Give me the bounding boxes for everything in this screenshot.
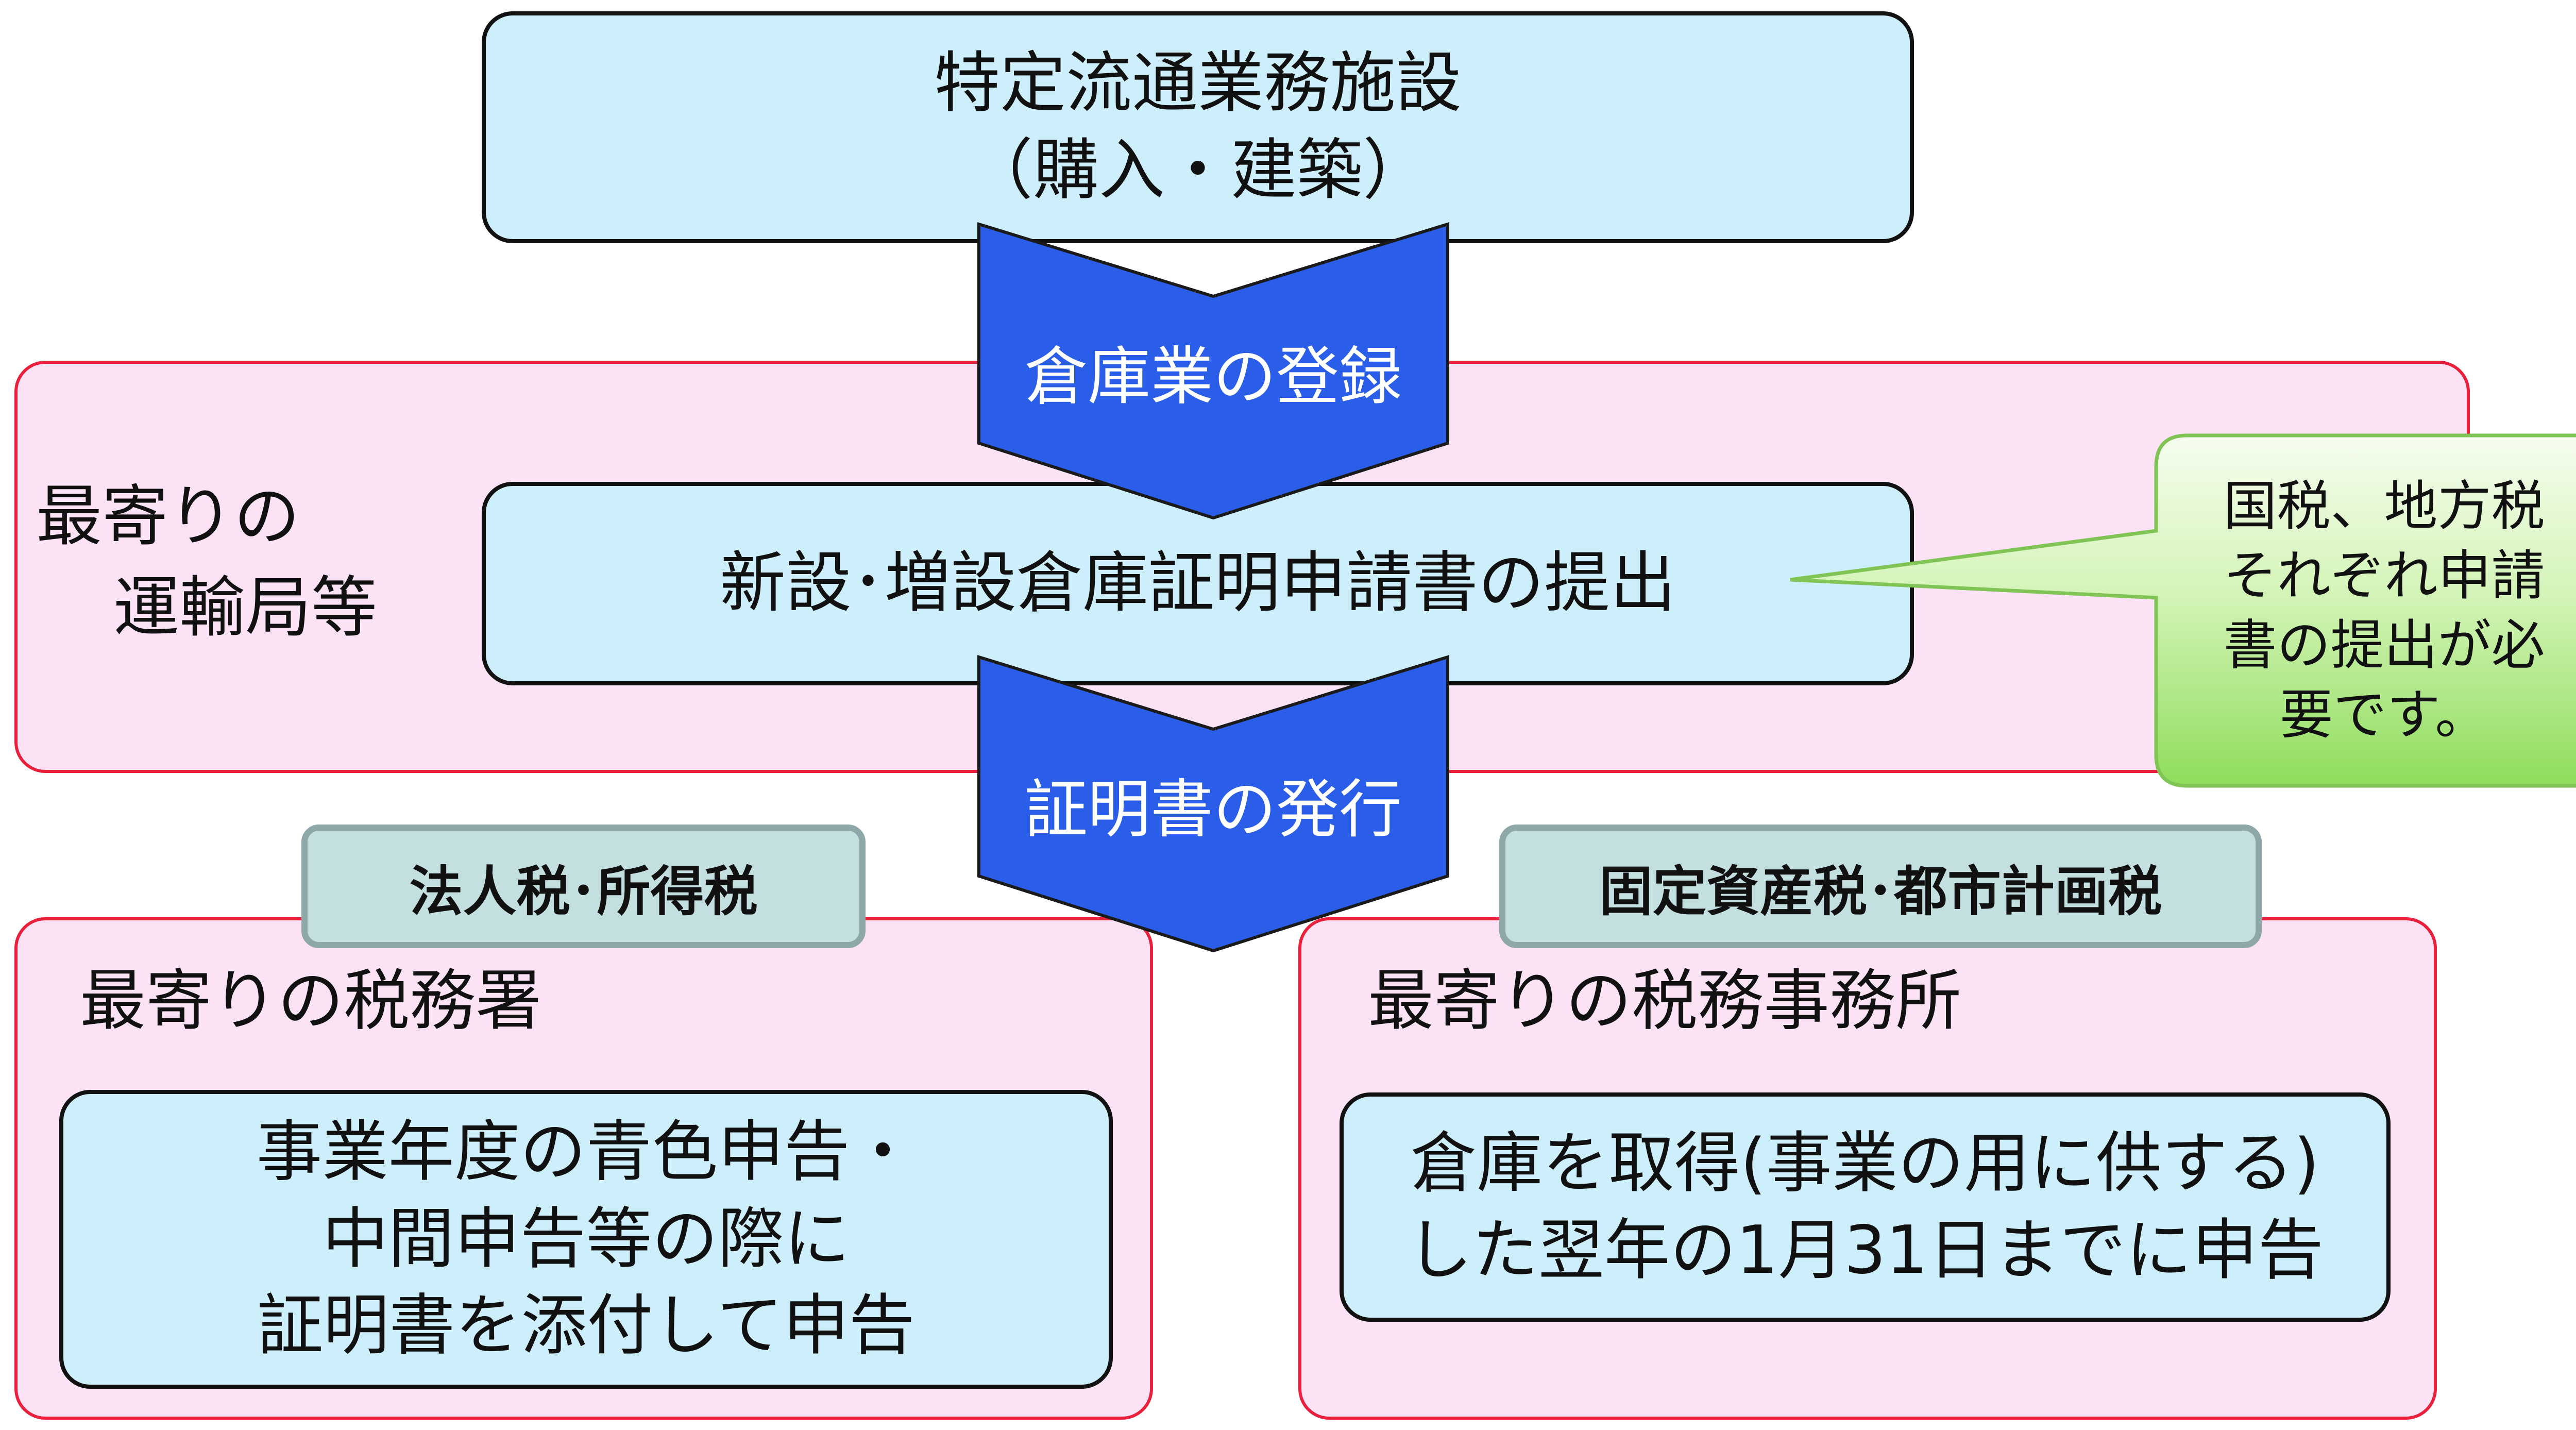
local-tax-box: 倉庫を取得(事業の用に供する) した翌年の1月31日までに申告 — [1340, 1092, 2391, 1322]
local-tax-line2: した翌年の1月31日までに申告 — [1406, 1212, 2324, 1289]
issuance-arrow-label: 証明書の発行 — [1025, 772, 1402, 846]
callout-line3: 書の提出が必 — [2223, 614, 2545, 677]
transport-bureau-label: 最寄りの 運輸局等 — [36, 472, 377, 653]
national-tax-line1: 事業年度の青色申告・ — [256, 1113, 916, 1190]
submission-box: 新設･増設倉庫証明申請書の提出 — [482, 482, 1914, 685]
transport-bureau-label-line2: 運輸局等 — [113, 569, 378, 646]
callout-line2: それぞれ申請 — [2223, 544, 2545, 607]
local-tax-tag: 固定資産税･都市計画税 — [1499, 825, 2262, 948]
submission-label: 新設･増設倉庫証明申請書の提出 — [719, 545, 1676, 622]
callout-text: 国税、地方税 それぞれ申請 書の提出が必 要です。 — [2161, 441, 2576, 781]
national-tax-line2: 中間申告等の際に — [322, 1200, 850, 1277]
callout-line1: 国税、地方税 — [2223, 474, 2545, 537]
facility-box: 特定流通業務施設 （購入・建築） — [482, 11, 1914, 243]
facility-line1: 特定流通業務施設 — [934, 45, 1462, 122]
callout-line4: 要です。 — [2279, 683, 2489, 747]
tax-office-label: 最寄りの税務署 — [80, 963, 542, 1039]
national-tax-tag: 法人税･所得税 — [301, 825, 866, 948]
transport-bureau-label-line1: 最寄りの — [36, 478, 300, 555]
local-tax-line1: 倉庫を取得(事業の用に供する) — [1411, 1124, 2319, 1202]
national-tax-box: 事業年度の青色申告・ 中間申告等の際に 証明書を添付して申告 — [59, 1090, 1113, 1389]
national-tax-line3: 証明書を添付して申告 — [257, 1287, 915, 1365]
facility-line2: （購入・建築） — [967, 132, 1429, 209]
tax-affairs-office-label: 最寄りの税務事務所 — [1368, 963, 1962, 1039]
registration-arrow-label: 倉庫業の登録 — [1025, 340, 1402, 413]
